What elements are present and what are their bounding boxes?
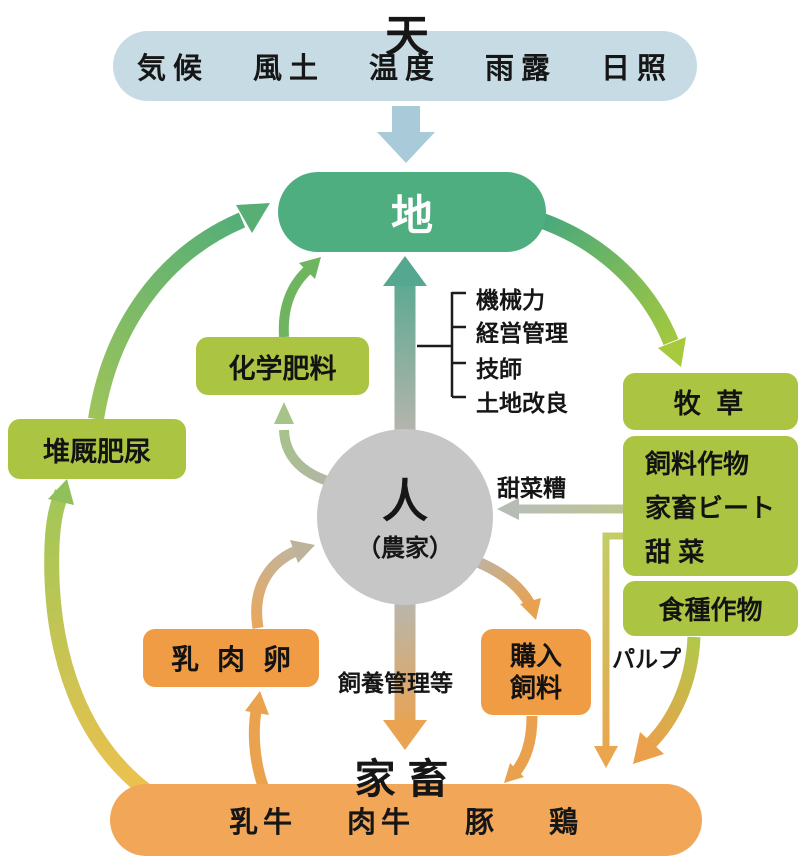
chemical-fertilizer-label: 化学肥料 (228, 353, 337, 384)
box-purchased-feed: 購入 飼料 (481, 629, 591, 715)
arrow-foodcrops-to-livestock (633, 636, 701, 764)
livestock-pig: 豚 (465, 807, 500, 839)
sky-item-terrain: 風土 (252, 53, 325, 85)
person-node: 人 （農家） (317, 429, 493, 605)
purchased-feed-line1: 購入 (509, 640, 562, 671)
sky-item-temperature: 温度 (368, 53, 441, 85)
product-eggs: 卵 (263, 644, 292, 675)
feed-crops-line3: 甜 菜 (645, 536, 705, 567)
land-input-machinery: 機械力 (476, 287, 545, 313)
arrow-livestock-to-products (245, 691, 269, 788)
purchased-feed-line2: 飼料 (509, 673, 562, 703)
sky-factors-box: 気候 風土 温度 雨露 日照 (113, 31, 697, 101)
label-pulp: パルプ (612, 646, 681, 672)
box-compost-manure: 堆厩肥尿 (8, 419, 186, 479)
pasture-label: 牧 草 (673, 389, 748, 419)
label-beet-residue: 甜菜糟 (497, 475, 566, 501)
bracket-land-inputs (417, 291, 466, 399)
arrow-person-to-earth (383, 256, 427, 432)
land-input-management: 経営管理 (476, 320, 568, 346)
land-input-land-improvement: 土地改良 (476, 390, 568, 416)
arrow-beet-to-livestock (594, 532, 628, 768)
earth-node: 地 (278, 172, 546, 252)
land-input-engineer: 技師 (476, 356, 522, 382)
arrow-earth-to-pasture (537, 212, 686, 367)
arrow-compost-to-earth (88, 203, 270, 421)
box-feed-crops: 飼料作物 家畜ビート 甜 菜 (623, 436, 798, 576)
livestock-dairy-cattle: 乳牛 (228, 807, 297, 839)
box-milk-meat-eggs: 乳 肉 卵 (143, 629, 319, 687)
arrow-person-to-livestock (383, 598, 427, 750)
box-chemical-fertilizer: 化学肥料 (196, 337, 369, 395)
feed-crops-line1: 飼料作物 (645, 448, 750, 479)
food-crops-label: 食種作物 (658, 595, 763, 625)
person-sublabel: （農家） (357, 534, 453, 562)
sky-item-sunshine: 日照 (601, 53, 674, 85)
arrow-sky-to-earth (377, 106, 435, 163)
arrow-fertilizer-to-earth (278, 257, 321, 338)
feed-crops-line2: 家畜ビート (645, 492, 776, 523)
sky-title: 天 (385, 12, 429, 61)
earth-label: 地 (390, 191, 433, 239)
livestock-chicken: 鶏 (549, 807, 584, 839)
box-food-crops: 食種作物 (623, 581, 798, 636)
livestock-animals-box: 乳牛 肉牛 豚 鶏 (110, 784, 702, 856)
arrow-products-to-person (251, 540, 315, 629)
person-label: 人 (382, 474, 428, 527)
arrow-purchasedfeed-to-livestock (504, 715, 538, 783)
product-meat: 肉 (216, 644, 245, 675)
product-milk: 乳 (170, 644, 199, 675)
arrow-beet-to-person (497, 498, 628, 520)
livestock-beef-cattle: 肉牛 (346, 807, 415, 839)
label-feeding-management: 飼養管理等 (338, 670, 453, 696)
arrow-livestock-to-compost (44, 479, 153, 799)
box-pasture: 牧 草 (623, 373, 798, 430)
sky-item-climate: 気候 (136, 53, 209, 85)
compost-manure-label: 堆厩肥尿 (43, 436, 151, 467)
livestock-title: 家畜 (354, 756, 461, 802)
sky-item-rain-dew: 雨露 (485, 53, 558, 85)
